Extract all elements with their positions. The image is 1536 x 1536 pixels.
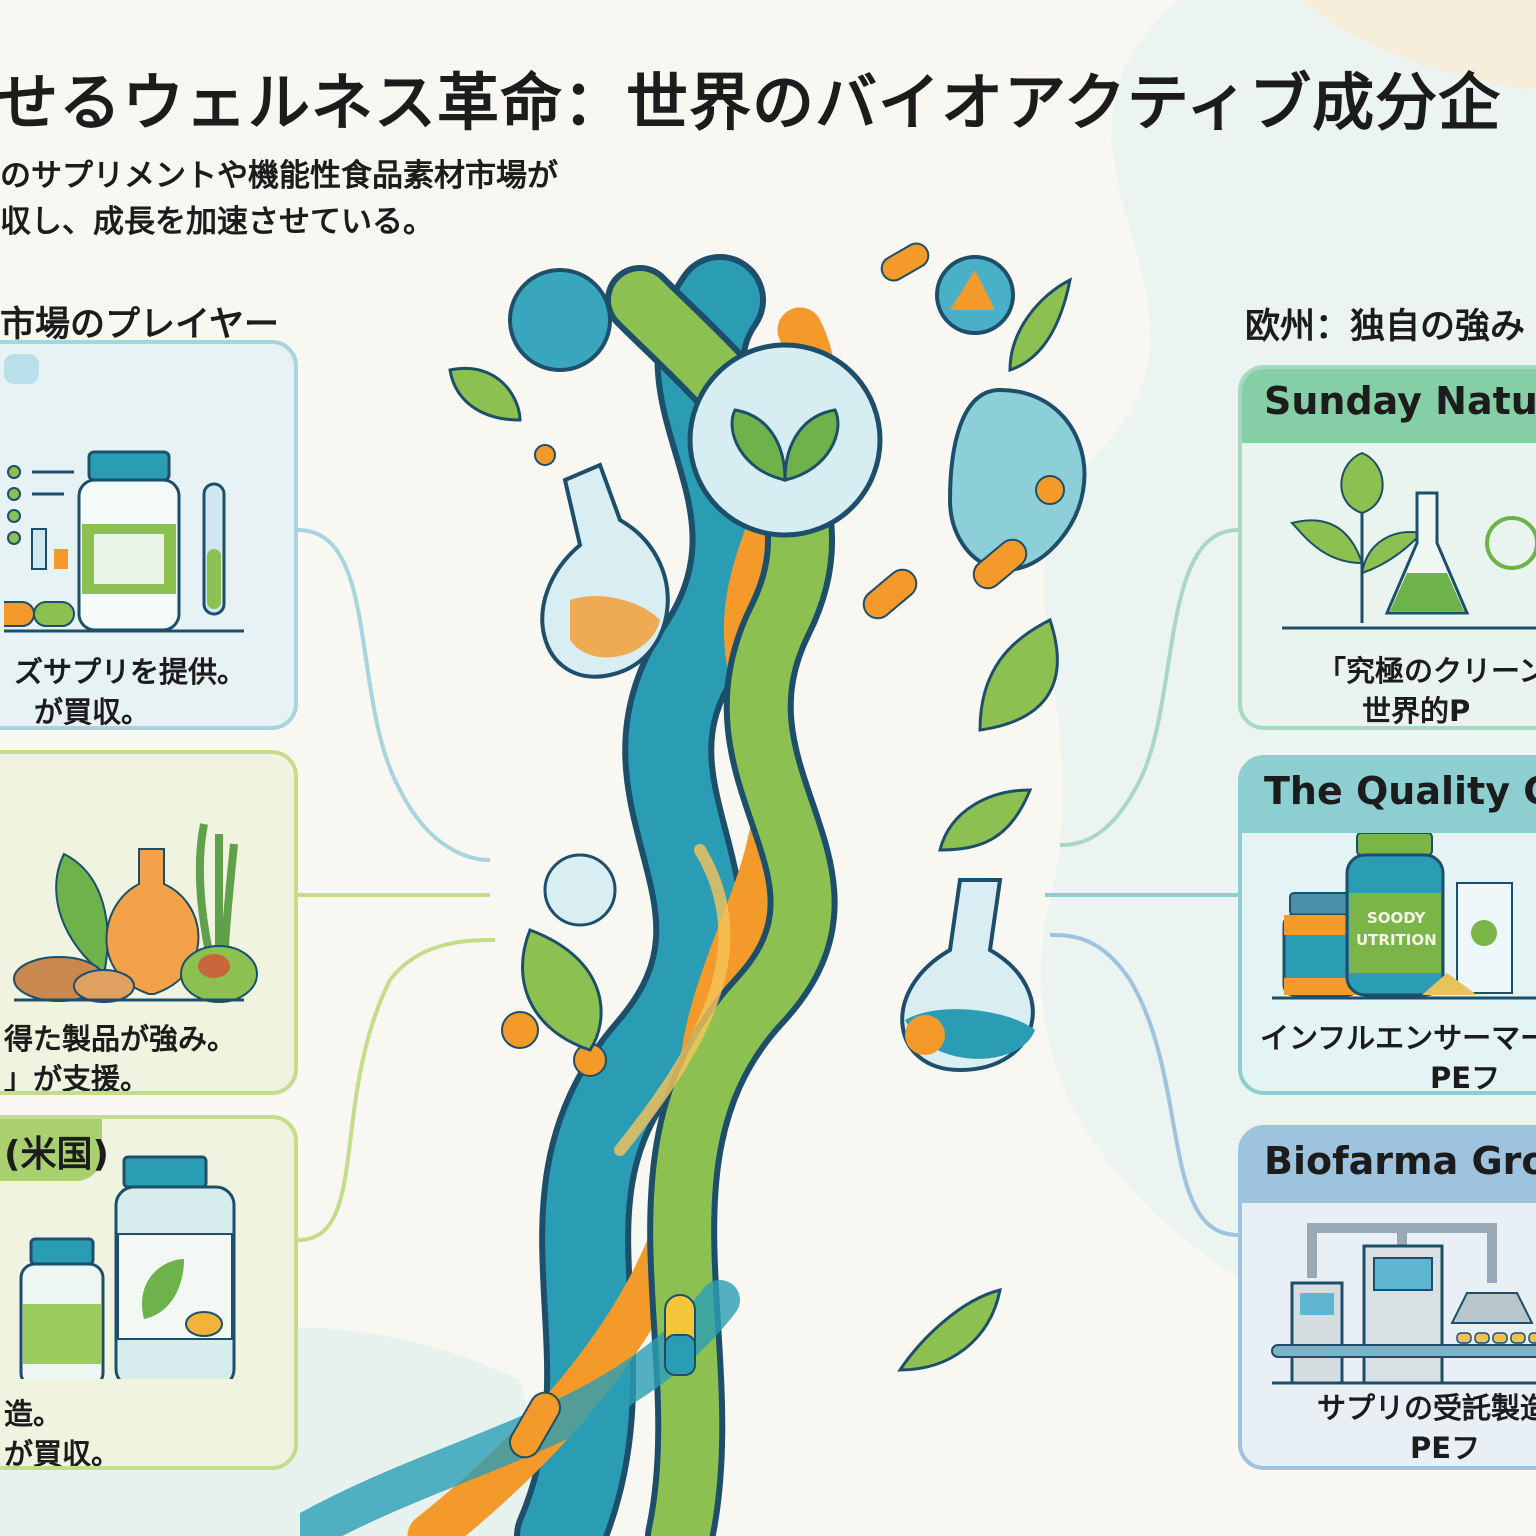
right-card-the-quality-group: The Quality Gr SOODY UTRITION インフルエンサーマー…	[1238, 755, 1536, 1095]
botanical-extract-illustration	[13, 823, 258, 1003]
card-text-line: サプリの受託製造	[1317, 1391, 1536, 1425]
card-company-title: The Quality Gr	[1242, 759, 1536, 833]
left-card-1: ズサプリを提供。 が買収。	[0, 340, 298, 730]
card-text-line: 」が支援。	[4, 1062, 150, 1095]
right-card-sunday-natural: Sunday Natura 「究極のクリーン 世界的P	[1238, 365, 1536, 730]
subtitle-line-2: 収し、成長を加速させている。	[0, 204, 434, 240]
product-label: UTRITION	[1356, 931, 1437, 949]
supplement-jars-illustration	[19, 1155, 236, 1379]
card-text-line: 世界的P	[1362, 694, 1471, 728]
product-label: SOODY	[1367, 909, 1427, 927]
plant-lab-flask-illustration	[1282, 451, 1536, 630]
card-text-line: が買収。	[4, 1437, 121, 1470]
left-card-2: 得た製品が強み。 」が支援。	[0, 750, 298, 1095]
card-company-title: Biofarma Grou	[1242, 1129, 1536, 1203]
card-text-line: PEフ	[1430, 1061, 1501, 1095]
card-text-line: 「究極のクリーン	[1317, 654, 1536, 688]
card-text-line: インフルエンサーマーケ	[1260, 1021, 1536, 1055]
card-text-line: ズサプリを提供。	[14, 655, 247, 689]
card-region-tab: (米国)	[0, 1119, 109, 1181]
right-section-heading: 欧州：独自の強み	[1245, 307, 1526, 347]
left-section-heading: 市場のプレイヤー	[0, 305, 279, 345]
bioactive-wellness-swirl-illustration	[300, 242, 1087, 1536]
supplement-bottles-illustration	[4, 354, 244, 633]
left-card-3: (米国) 造。 が買収。	[0, 1115, 298, 1470]
page-title: せるウェルネス革命：世界のバイオアクティブ成分企	[0, 66, 1502, 139]
card-company-title: Sunday Natura	[1242, 369, 1536, 443]
card-text-line: が買収。	[34, 695, 151, 729]
manufacturing-line-illustration	[1271, 1223, 1536, 1385]
subtitle-line-1: のサプリメントや機能性食品素材市場が	[0, 158, 558, 194]
card-text-line: PEフ	[1410, 1431, 1481, 1465]
sports-nutrition-products-illustration: SOODY UTRITION	[1272, 833, 1536, 1000]
card-text-line: 造。	[4, 1397, 63, 1431]
card-text-line: 得た製品が強み。	[4, 1022, 237, 1056]
right-card-biofarma-group: Biofarma Grou サプリの受託製造 PEフ	[1238, 1125, 1536, 1470]
